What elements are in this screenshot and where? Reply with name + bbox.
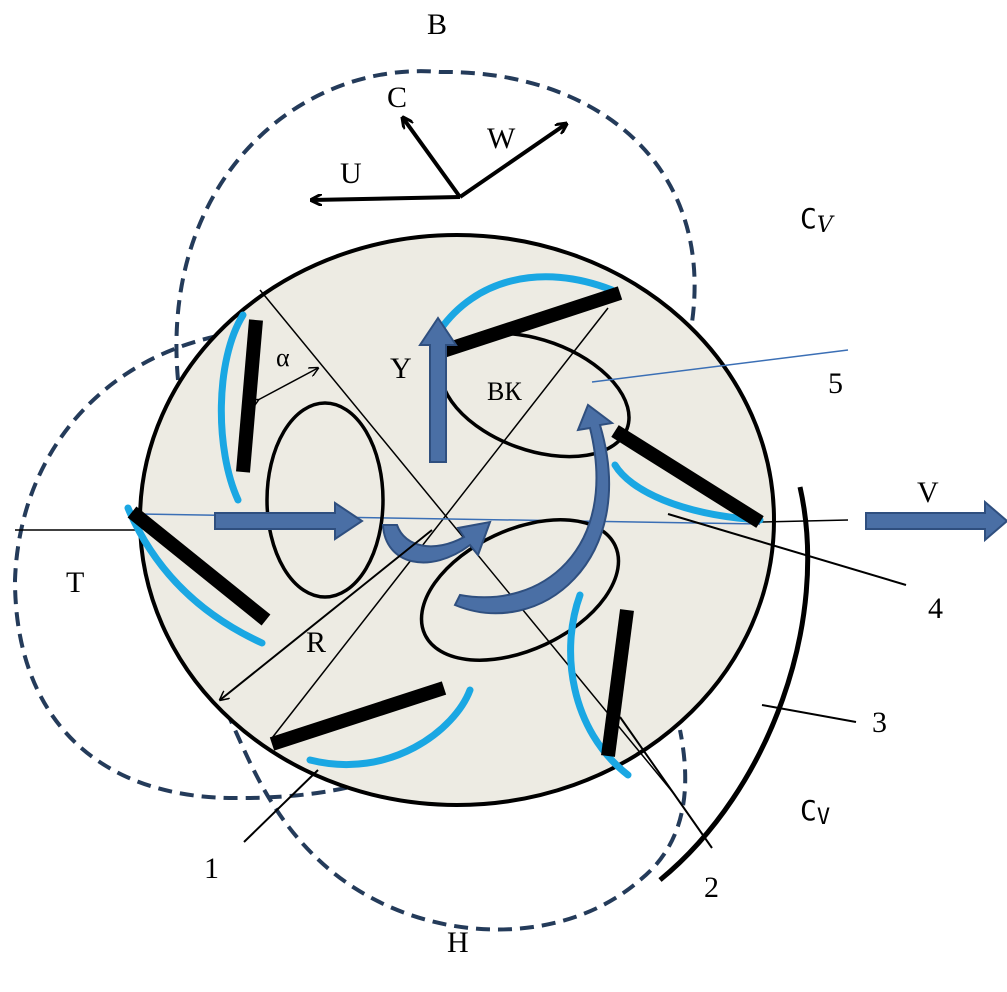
callout-4: 4: [928, 592, 943, 625]
vector-c: [403, 118, 462, 199]
blades: [127, 286, 764, 757]
leader-4: [667, 513, 907, 586]
radius-arrow: [220, 529, 433, 700]
callout-2: 2: [704, 871, 719, 904]
flow-loop-left: [265, 401, 385, 599]
label-radius: R: [306, 626, 326, 659]
label-vector-w: W: [487, 122, 516, 155]
lift-arrow-y: [418, 316, 458, 463]
callout-1: 1: [204, 852, 219, 885]
blade-left: [127, 506, 271, 626]
blade-upper: [437, 286, 623, 359]
label-cv-lower-sub: V: [817, 805, 830, 830]
dashed-contour-bottom: [173, 638, 688, 932]
label-left: T: [66, 566, 84, 599]
label-cv-lower: CV: [800, 794, 830, 830]
casing-arc: [658, 486, 811, 882]
label-cv-lower-main: C: [800, 794, 817, 827]
leader-3: [761, 704, 857, 723]
label-vector-c: C: [387, 81, 407, 114]
leader-2: [619, 716, 713, 849]
label-cv-upper: CV: [800, 202, 835, 238]
label-lift: Y: [390, 352, 412, 385]
vector-u: [312, 197, 461, 200]
leader-1: [243, 769, 319, 843]
dashed-contour-top: [174, 69, 697, 381]
curved-arrow-swirl: [453, 403, 615, 615]
curved-arrow-center: [381, 520, 492, 564]
callout-3: 3: [872, 706, 887, 739]
leader-5: [591, 349, 849, 383]
vector-w: [458, 124, 566, 199]
label-velocity: V: [917, 476, 939, 509]
label-bottom: H: [447, 926, 469, 959]
blade-right: [611, 425, 764, 528]
dashed-contour-left: [12, 328, 376, 801]
blade-profiles: [124, 273, 764, 779]
diameter-line-ne-sw: [271, 307, 609, 739]
label-cv-upper-sub: V: [817, 213, 835, 238]
label-vector-u: U: [340, 157, 362, 190]
flow-loop-lower: [419, 518, 621, 662]
label-top: B: [427, 8, 447, 41]
callout-5: 5: [828, 367, 843, 400]
label-angle: α: [276, 343, 290, 372]
blade-lower-right: [601, 609, 634, 757]
blade-lower-left: [269, 681, 447, 751]
label-cv-upper-main: C: [800, 202, 817, 235]
label-vortex-core: ВК: [487, 377, 522, 406]
angle-arrow: [258, 368, 318, 400]
inflow-arrow: [214, 501, 364, 541]
velocity-arrow-v: [865, 499, 1007, 543]
